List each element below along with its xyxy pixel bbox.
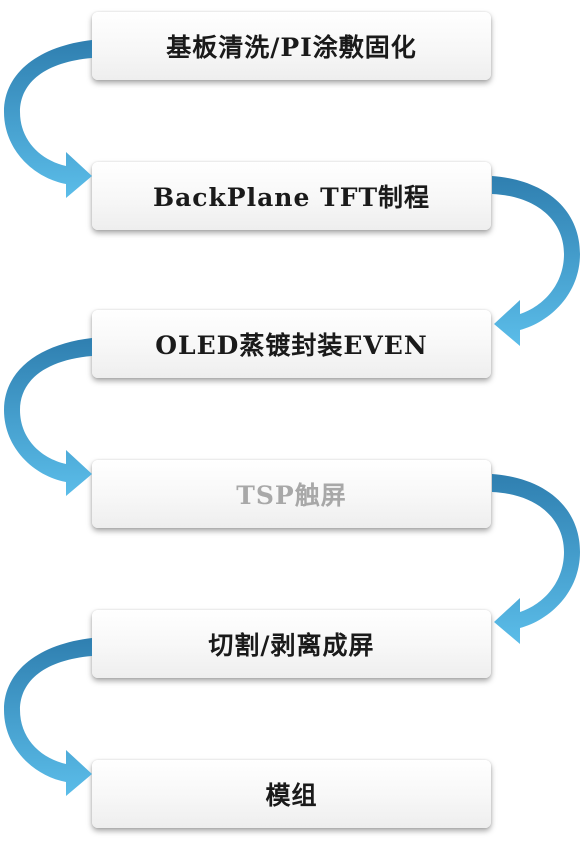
- step-box-oled: OLED蒸镀封装EVEN: [92, 310, 491, 378]
- curved-arrow-icon: [4, 40, 92, 198]
- step-label-module: 模组: [265, 781, 318, 810]
- step-box-tsp: TSP触屏: [92, 460, 491, 528]
- curved-arrow-icon: [4, 338, 92, 496]
- step-box-substrate: 基板清洗/PI涂敷固化: [92, 12, 491, 80]
- step-box-module: 模组: [92, 760, 491, 828]
- curved-arrow-icon: [492, 176, 580, 346]
- step-box-cutting: 切割/剥离成屏: [92, 610, 491, 678]
- step-label-substrate: 基板清洗/PI涂敷固化: [166, 33, 417, 62]
- step-box-backplane: BackPlane TFT制程: [92, 162, 491, 230]
- step-label-oled: OLED蒸镀封装EVEN: [155, 331, 428, 360]
- curved-arrow-icon: [4, 638, 92, 796]
- step-label-backplane: BackPlane TFT制程: [152, 183, 431, 212]
- step-label-tsp: TSP触屏: [236, 481, 347, 510]
- curved-arrow-icon: [492, 474, 580, 644]
- step-label-cutting: 切割/剥离成屏: [208, 631, 375, 660]
